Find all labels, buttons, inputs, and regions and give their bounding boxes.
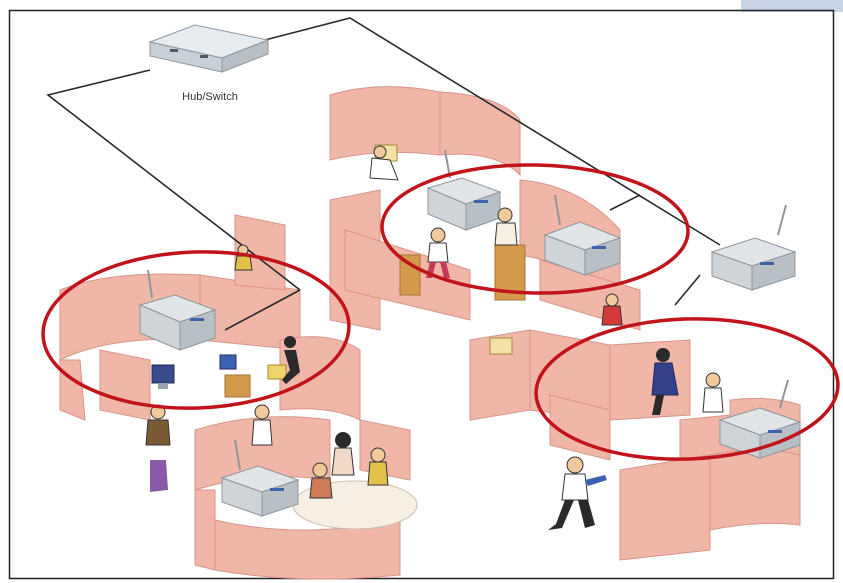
cubicle-wall [195,490,215,570]
computer-icon [220,355,236,369]
cubicle-wall [610,340,690,420]
cubicle-wall [710,450,800,530]
computer-icon [490,338,512,354]
office-worker-icon [252,405,272,445]
cubicle-wall [620,455,710,560]
cubicle-wall [60,360,85,420]
computer-icon [268,365,286,379]
cubicle-wall [100,350,150,420]
office-worker-icon [703,373,723,412]
hub-switch-label: Hub/Switch [182,91,238,103]
office-worker-icon [332,432,354,475]
desk [225,375,250,397]
office-worker-icon [368,448,388,485]
